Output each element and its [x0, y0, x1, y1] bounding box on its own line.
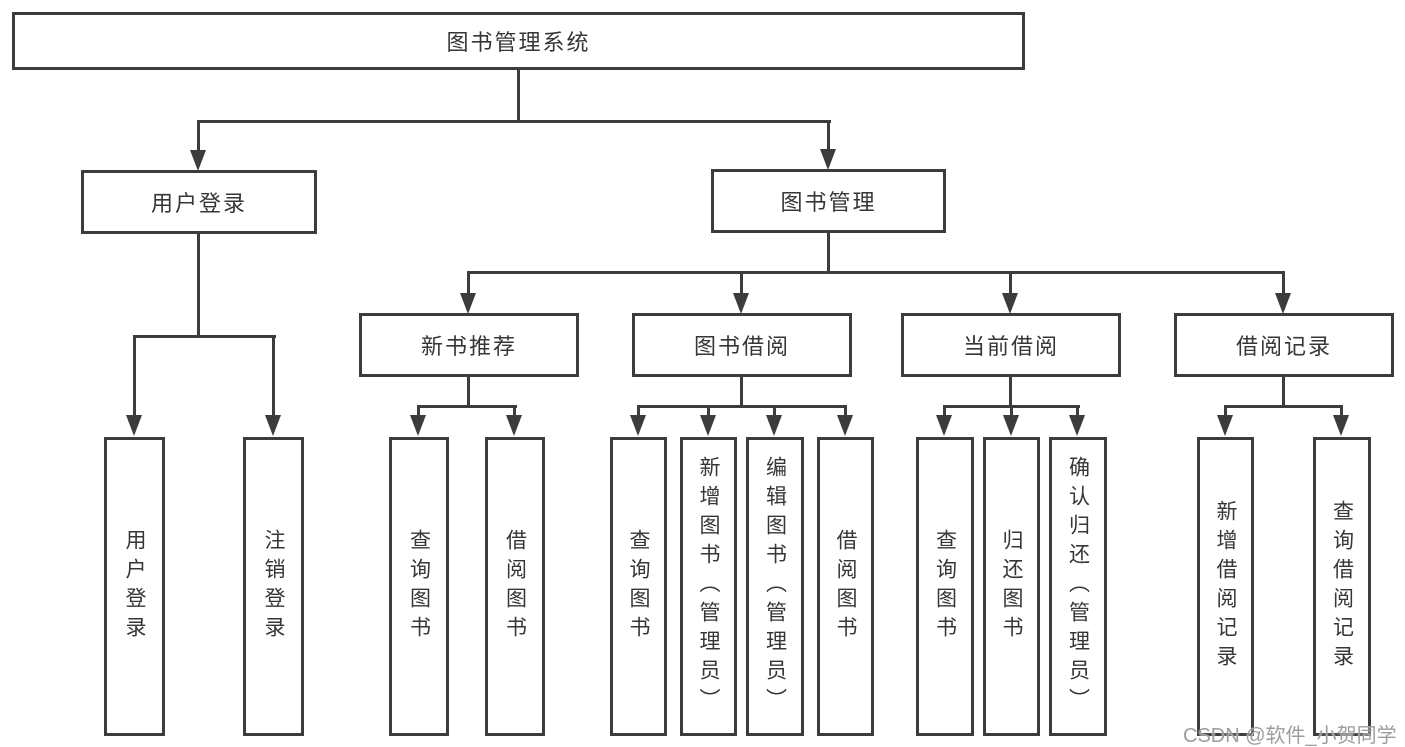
node-root-label: 图书管理系统 [446, 30, 591, 55]
connector-drop-book-management [827, 120, 830, 154]
connector-borrow-records-bus [1224, 405, 1343, 408]
connector-drop-current-borrow [1009, 271, 1012, 295]
arrowhead-leaf [410, 415, 426, 436]
arrowhead-user-login [190, 150, 206, 171]
arrowhead-leaf [1217, 415, 1233, 436]
leaf-logout: 注销登录 [243, 437, 304, 736]
leaf-query-borrow-record: 查询借阅记录 [1313, 437, 1371, 736]
arrowhead-borrow-records [1275, 293, 1291, 314]
arrowhead-leaf [506, 415, 522, 436]
connector-drop-user-login [197, 120, 200, 154]
leaf-add-borrow-record-label: 新增借阅记录 [1214, 499, 1237, 674]
node-current-borrow-label: 当前借阅 [962, 334, 1059, 359]
arrowhead-leaf [936, 415, 952, 436]
leaf-query-book-2: 查询图书 [610, 437, 667, 736]
connector-drop-leaf [1076, 405, 1079, 417]
connector-borrow-records-trunk [1282, 374, 1285, 407]
connector-drop-borrow-records [1282, 271, 1285, 295]
connector-root-trunk [517, 67, 520, 123]
leaf-query-book-3-label: 查询图书 [933, 528, 957, 645]
arrowhead-current-borrow [1002, 293, 1018, 314]
csdn-watermark: CSDN @软件_小贺同学 [1183, 725, 1397, 747]
connector-new-book-trunk [467, 374, 470, 407]
connector-drop-new-book [467, 271, 470, 295]
node-book-management-label: 图书管理 [780, 190, 877, 215]
connector-drop-leaf [844, 405, 847, 417]
node-book-management: 图书管理 [711, 169, 946, 233]
leaf-query-book-2-label: 查询图书 [627, 528, 650, 645]
leaf-confirm-return-admin-label: 确认归还（管理员） [1066, 456, 1090, 717]
connector-drop-leaf [707, 405, 710, 417]
node-user-login-label: 用户登录 [150, 191, 247, 216]
leaf-borrow-book-2: 借阅图书 [817, 437, 874, 736]
connector-book-management-bus [467, 271, 1285, 274]
arrowhead-leaf [630, 415, 646, 436]
leaf-user-login-label: 用户登录 [123, 528, 146, 645]
leaf-user-login: 用户登录 [104, 437, 165, 736]
leaf-edit-book-admin-label: 编辑图书（管理员） [763, 456, 787, 717]
arrowhead-leaf [766, 415, 782, 436]
leaf-borrow-book-2-label: 借阅图书 [834, 528, 857, 645]
connector-root-bus [197, 120, 831, 123]
connector-drop-leaf-logout [272, 335, 275, 417]
leaf-return-book-label: 归还图书 [1000, 528, 1023, 645]
connector-user-login-trunk [197, 231, 200, 337]
arrowhead-leaf [700, 415, 716, 436]
arrowhead-book-borrow [733, 293, 749, 314]
connector-new-book-bus [417, 405, 517, 408]
leaf-confirm-return-admin: 确认归还（管理员） [1049, 437, 1107, 736]
connector-book-borrow-trunk [740, 374, 743, 407]
leaf-query-book-1-label: 查询图书 [407, 528, 431, 645]
leaf-query-book-3: 查询图书 [916, 437, 974, 736]
arrowhead-leaf [1003, 415, 1019, 436]
node-book-borrow-label: 图书借阅 [693, 334, 790, 359]
arrowhead-leaf-login [126, 415, 142, 436]
node-borrow-records: 借阅记录 [1174, 313, 1394, 377]
connector-user-login-bus [133, 335, 276, 338]
connector-drop-leaf [943, 405, 946, 417]
connector-book-borrow-bus [637, 405, 847, 408]
arrowhead-new-book [460, 293, 476, 314]
node-new-book-recommend: 新书推荐 [359, 313, 579, 377]
leaf-add-borrow-record: 新增借阅记录 [1197, 437, 1254, 736]
arrowhead-leaf [1333, 415, 1349, 436]
arrowhead-leaf-logout [265, 415, 281, 436]
connector-drop-leaf [417, 405, 420, 417]
arrowhead-leaf [837, 415, 853, 436]
leaf-query-borrow-record-label: 查询借阅记录 [1330, 499, 1354, 674]
connector-drop-book-borrow [740, 271, 743, 295]
node-current-borrow: 当前借阅 [901, 313, 1121, 377]
leaf-add-book-admin-label: 新增图书（管理员） [697, 456, 720, 717]
leaf-borrow-book-1-label: 借阅图书 [503, 528, 527, 645]
node-new-book-recommend-label: 新书推荐 [420, 334, 517, 359]
leaf-query-book-1: 查询图书 [389, 437, 449, 736]
connector-current-borrow-trunk [1009, 374, 1012, 407]
connector-drop-leaf-login [133, 335, 136, 417]
connector-drop-leaf [773, 405, 776, 417]
connector-drop-leaf [637, 405, 640, 417]
leaf-edit-book-admin: 编辑图书（管理员） [746, 437, 804, 736]
connector-drop-leaf [1224, 405, 1227, 417]
connector-drop-leaf [1010, 405, 1013, 417]
arrowhead-book-management [820, 149, 836, 170]
node-user-login: 用户登录 [81, 170, 317, 234]
leaf-logout-label: 注销登录 [262, 528, 285, 645]
arrowhead-leaf [1069, 415, 1085, 436]
node-root: 图书管理系统 [12, 12, 1025, 70]
node-book-borrow: 图书借阅 [632, 313, 852, 377]
leaf-borrow-book-1: 借阅图书 [485, 437, 545, 736]
leaf-return-book: 归还图书 [983, 437, 1040, 736]
node-borrow-records-label: 借阅记录 [1235, 334, 1332, 359]
connector-drop-leaf [1340, 405, 1343, 417]
connector-drop-leaf [513, 405, 516, 417]
connector-book-management-trunk [827, 230, 830, 273]
leaf-add-book-admin: 新增图书（管理员） [680, 437, 737, 736]
